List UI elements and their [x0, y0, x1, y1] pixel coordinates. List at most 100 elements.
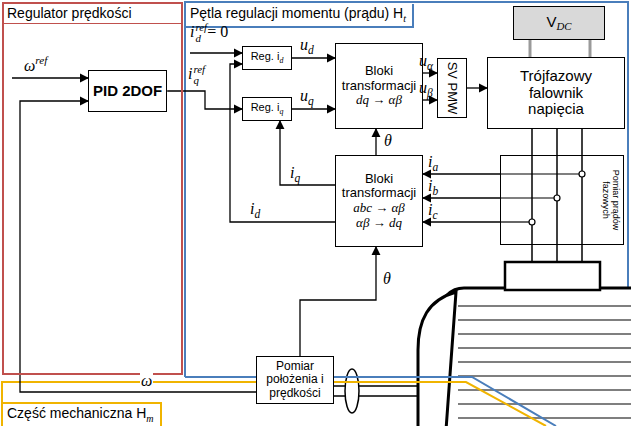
dc-supply: VDC — [513, 6, 605, 40]
current-tap — [500, 197, 557, 198]
cooling-fin — [458, 319, 631, 320]
signal-name: i — [428, 177, 432, 194]
signal-connector — [167, 91, 242, 109]
box-label: V — [546, 13, 556, 30]
end-shield — [418, 292, 456, 426]
panel-title: t — [403, 13, 406, 24]
signal-index: = 0 — [207, 23, 228, 40]
signal-index: ref — [195, 22, 207, 33]
mechanical-panel: Część mechaniczna HmPomiar położenia i p… — [2, 382, 470, 426]
tap-dot — [554, 195, 560, 201]
panel-title: Część mechaniczna H — [7, 405, 146, 421]
ualpha-signal: uα — [419, 52, 433, 73]
connector-label: θ — [383, 132, 393, 150]
signal-name: i — [250, 200, 254, 217]
signal-index: α — [427, 60, 433, 72]
tap-dot — [579, 171, 585, 177]
box-label-line: Reg. iq — [251, 101, 284, 117]
box-label: Pomiar położenia i prędkości — [261, 360, 329, 400]
signal-connector — [467, 87, 487, 88]
signal-index: β — [427, 87, 433, 99]
signal-name: i — [428, 201, 432, 218]
box-label: SV PMW — [445, 62, 460, 115]
panel-title: Pętla regulacji momentu (prądu) H — [190, 5, 403, 21]
box-label: abc → αβ — [353, 201, 405, 216]
phase-current: ic — [428, 201, 438, 222]
signal-name: u — [300, 36, 308, 53]
signal-connector — [280, 121, 335, 185]
cooling-fin — [458, 305, 631, 306]
signal-index: ref — [193, 64, 205, 75]
box-label: dq → αβ — [356, 93, 402, 108]
signal-name: i — [190, 23, 194, 40]
encoder-disc — [345, 369, 359, 413]
dq-transform-block: Bloki transformacjidq → αβ — [335, 43, 423, 129]
signal-connector — [230, 64, 335, 222]
signal-connector — [589, 40, 592, 57]
uq-signal: uq — [300, 87, 314, 108]
iq-reference: irefq — [188, 64, 205, 87]
iq-controller: Reg. iq — [242, 97, 292, 121]
signal-name: u — [419, 52, 427, 69]
motor-body — [440, 288, 631, 426]
signal-index: d — [254, 208, 260, 220]
signal-index: q — [294, 172, 300, 184]
signal-connector — [423, 72, 437, 73]
signal-connector — [529, 40, 532, 57]
current-tap — [500, 221, 532, 222]
cooling-fin — [458, 403, 631, 404]
signal-connector — [423, 221, 500, 222]
box-label: Bloki transformacji — [340, 64, 418, 93]
phase-wires — [500, 129, 582, 262]
box-label: q — [279, 107, 283, 116]
box-label-line: Reg. id — [251, 50, 284, 66]
cooling-fin — [458, 375, 631, 376]
id-feedback: id — [250, 200, 260, 221]
panel-title: Regulator prędkości — [7, 5, 132, 21]
tap-dot — [529, 219, 535, 225]
signal-name: i — [188, 65, 192, 82]
phase-wire — [531, 129, 533, 262]
box-label: DC — [557, 20, 572, 32]
speed-reference: ωref — [24, 54, 47, 74]
box-label: Bloki transformacji — [340, 172, 418, 201]
motor-illustration — [328, 262, 631, 426]
index-stack: refq — [193, 64, 205, 87]
signal-connector — [423, 197, 500, 198]
signal-connector — [300, 247, 376, 356]
connector-label: ω — [140, 372, 153, 390]
inverter-block: Trójfazowy falownik napięcia — [487, 57, 625, 129]
position-speed-sensor: Pomiar położenia i prędkości — [256, 356, 334, 404]
speed-reference-arrow — [12, 77, 88, 78]
signal-connector — [20, 101, 256, 392]
id-reference: irefd= 0 — [190, 22, 228, 45]
cooling-fin — [458, 361, 631, 362]
panel-heading: Część mechaniczna Hm — [2, 402, 162, 426]
id-controller: Reg. id — [242, 46, 292, 70]
phase-current: ib — [428, 177, 438, 198]
signal-index: b — [432, 185, 438, 197]
id-reference-arrow — [190, 52, 242, 53]
iq-feedback: iq — [290, 164, 300, 185]
cooling-fin — [458, 333, 631, 334]
signal-connector — [375, 129, 376, 155]
panel-title: m — [146, 413, 153, 424]
box-label: Trójfazowy falownik napięcia — [501, 68, 611, 118]
box-label: PID 2DOF — [93, 83, 162, 100]
signal-connector — [292, 57, 335, 58]
signal-connector — [423, 173, 500, 174]
box-label: Reg. i — [251, 50, 280, 62]
signal-index: q — [308, 95, 314, 107]
signal-index: c — [432, 209, 437, 221]
signal-name: u — [300, 87, 308, 104]
signal-index: d — [195, 33, 207, 44]
index-stack: refd — [195, 22, 207, 45]
cooling-fin — [458, 347, 631, 348]
terminal-box — [505, 262, 600, 290]
torque-loop-panel: Pętla regulacji momentu (prądu) HtReg. i… — [185, 2, 628, 377]
cooling-fins — [458, 306, 631, 418]
box-label: αβ → dq — [356, 216, 402, 231]
box-label: Reg. i — [251, 101, 280, 113]
svpwm-block: SV PMW — [437, 58, 467, 118]
